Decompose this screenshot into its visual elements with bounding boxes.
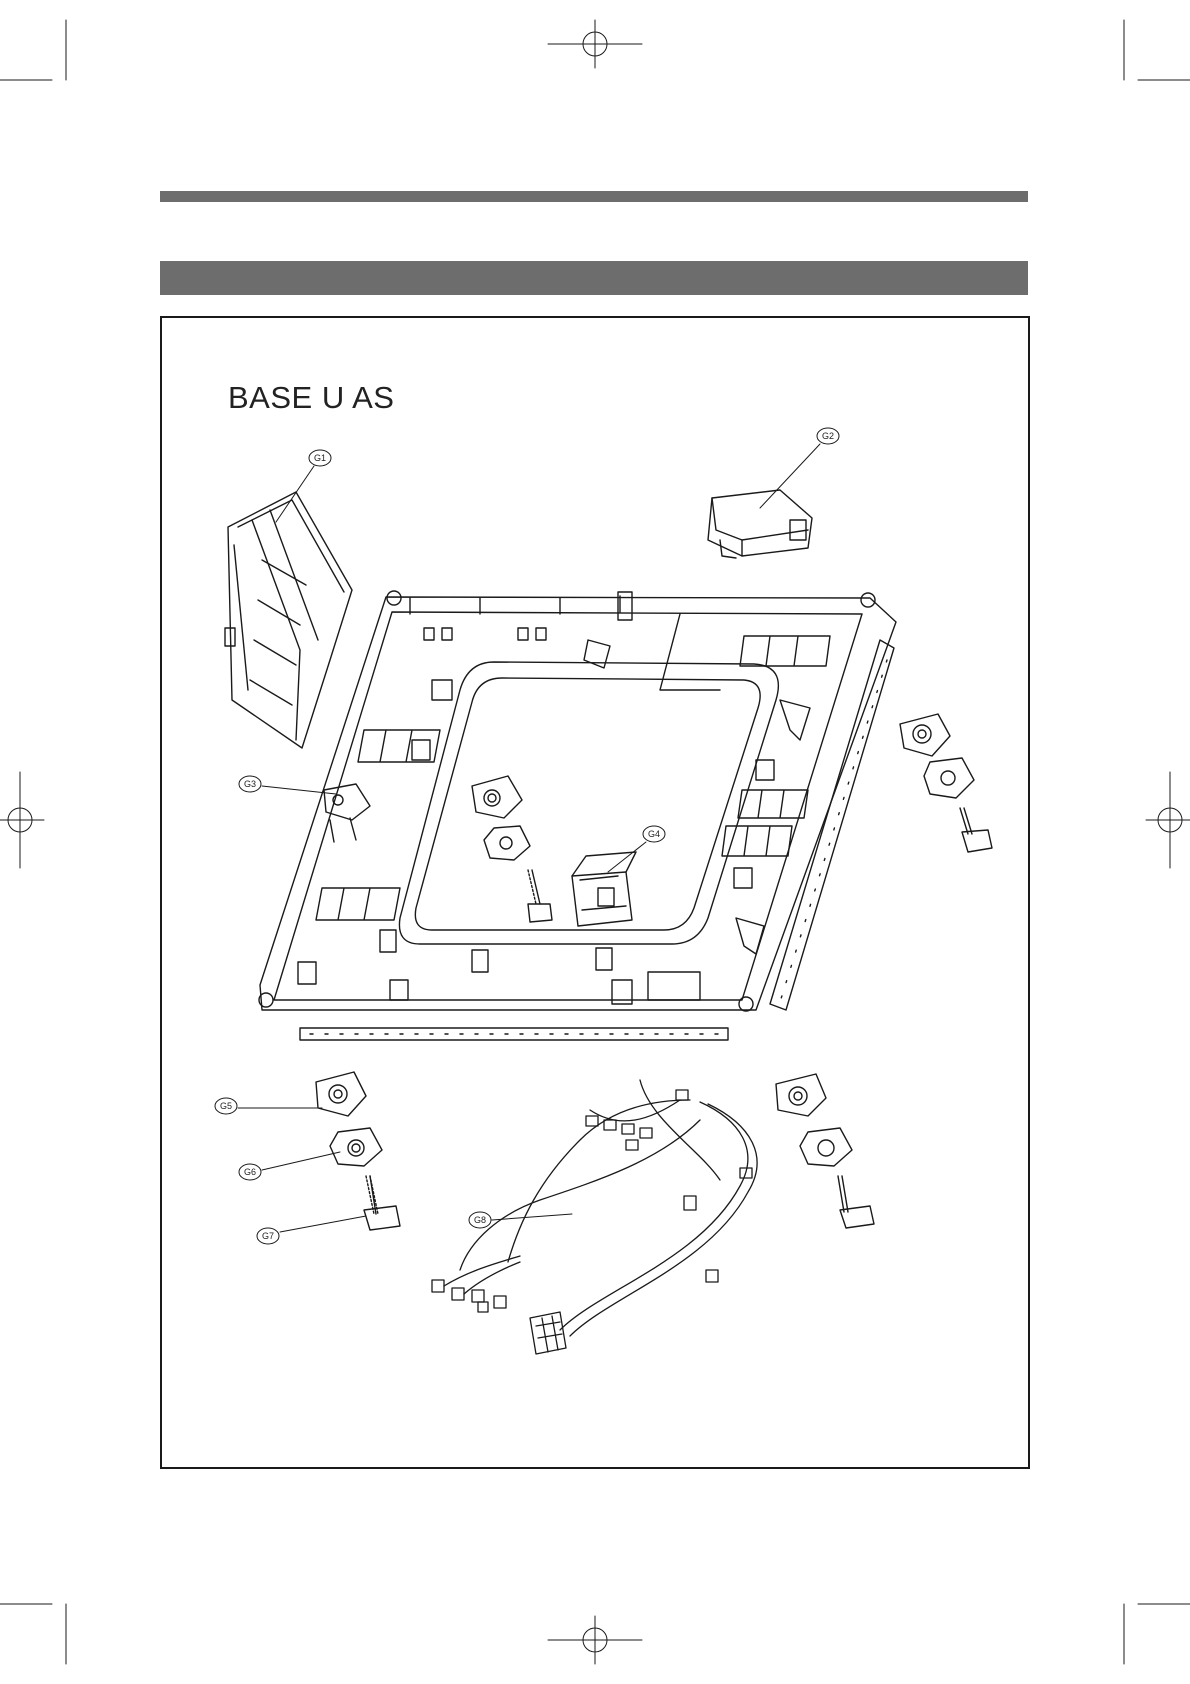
leveling-nut-part [330, 1128, 382, 1166]
crop-marks [0, 20, 1190, 1664]
leveling-foot-part [364, 1176, 400, 1230]
callout-g3: G3 [244, 779, 256, 789]
right-leveling-foot-set [900, 714, 992, 852]
callout-g6: G6 [244, 1167, 256, 1177]
inner-leveling-foot-set [472, 776, 552, 922]
callout-g1: G1 [314, 453, 326, 463]
registration-mark-right [1146, 772, 1190, 868]
transformer-part [572, 852, 636, 926]
callout-g8: G8 [474, 1215, 486, 1225]
foot-mount-part [316, 1072, 366, 1116]
side-panel-part [225, 492, 352, 748]
base-frame-part [259, 591, 896, 1040]
callout-g2: G2 [822, 431, 834, 441]
registration-mark-left [0, 772, 44, 868]
registration-mark-top [548, 20, 642, 68]
callout-g5: G5 [220, 1101, 232, 1111]
bracket-box-part [708, 490, 812, 558]
right-bottom-foot-set [776, 1074, 874, 1228]
registration-mark-bottom [548, 1616, 642, 1664]
callout-g4: G4 [648, 829, 660, 839]
callout-g7: G7 [262, 1231, 274, 1241]
motor-bracket-part [324, 784, 370, 842]
